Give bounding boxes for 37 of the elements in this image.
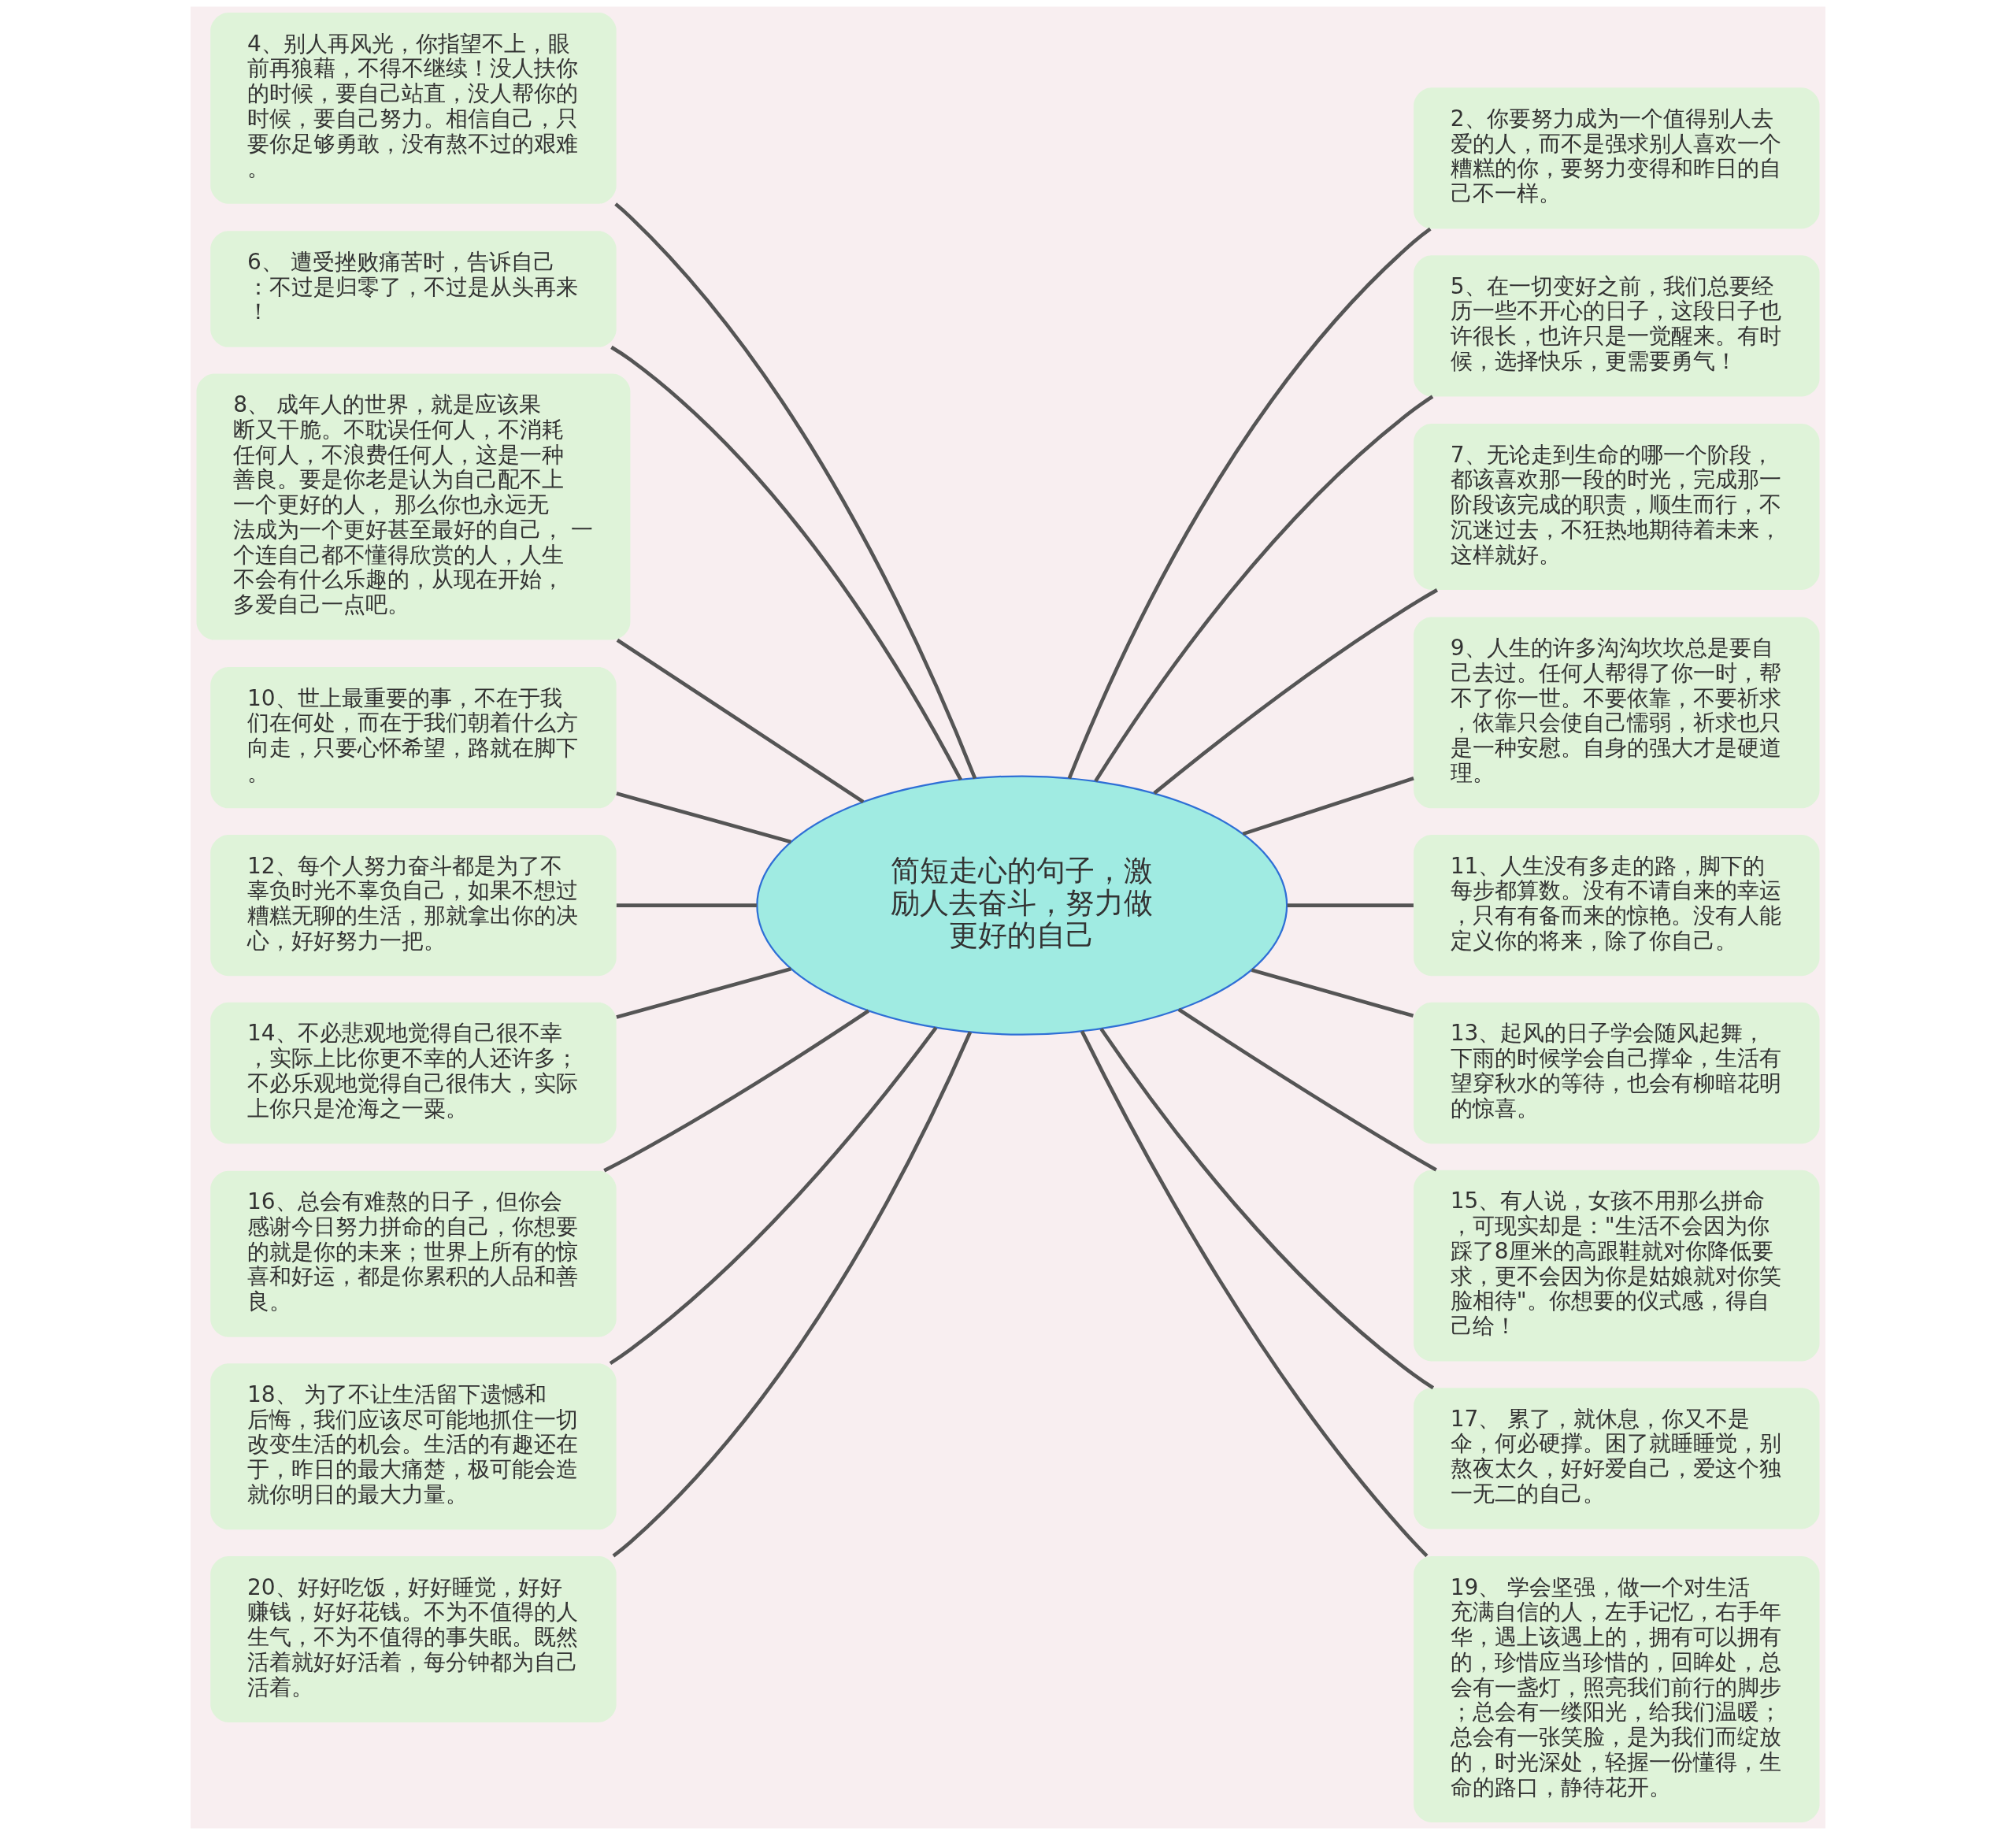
node-box: 9、人生的许多沟沟坎坎总是要自己去过。任何人帮得了你一时，帮不了你一世。不要依靠，不要祈求，依靠只会使自己懦弱，祈求也只是一种安慰。自身的强大才是硬道理。 <box>1414 617 1820 809</box>
node-box: 12、每个人努力奋斗都是为了不辜负时光不辜负自己，如果不想过糟糕无聊的生活，那就拿出你的决心，好好努力一把。 <box>210 834 617 977</box>
connector <box>1251 968 1414 1018</box>
node-ellipse: 简短走心的句子，激励人去奋斗，努力做更好的自己 <box>756 775 1288 1036</box>
connector <box>603 1009 870 1173</box>
node-box: 17、 累了，就休息，你又不是伞，何必硬撑。困了就睡睡觉，别熬夜太久，好好爱自己，爱这个独一无二的自己。 <box>1414 1388 1820 1529</box>
node-box: 10、世上最重要的事，不在于我们在何处，而在于我们朝着什么方向走，只要心怀希望，路就在脚下。 <box>210 667 617 809</box>
connector <box>1242 777 1414 836</box>
node-box: 11、人生没有多走的路，脚下的每步都算数。没有不请自来的幸运，只有有备而来的惊艳。没有人能定义你的将来，除了你自己。 <box>1414 834 1820 977</box>
node-box: 14、不必悲观地觉得自己很不幸，实际上比你更不幸的人还许多；不必乐观地觉得自己很伟大，实际上你只是沧海之一粟。 <box>210 1002 617 1144</box>
node-box: 5、在一切变好之前，我们总要经历一些不开心的日子，这段日子也许很长，也许只是一觉醒来。有时候，选择快乐，更需要勇气！ <box>1414 255 1820 397</box>
node-box: 16、总会有难熬的日子，但你会感谢今日努力拼命的自己，你想要的就是你的未来；世界上所有的惊喜和好运，都是你累积的人品和善良。 <box>210 1170 617 1337</box>
connector <box>1153 588 1439 795</box>
node-box: 4、别人再风光，你指望不上，眼前再狼藉，不得不继续！没人扶你的时候，要自己站直，没人帮你的时候，要自己努力。相信自己，只要你足够勇敢，没有熬不过的艰难。 <box>210 13 617 204</box>
connector <box>612 1031 973 1558</box>
connector <box>1099 1028 1435 1390</box>
connector <box>614 202 977 780</box>
connector <box>610 345 962 781</box>
connector <box>616 903 757 907</box>
node-box: 13、起风的日子学会随风起舞，下雨的时候学会自己撑伞，生活有望穿秋水的等待，也会有柳暗花明的惊喜。 <box>1414 1002 1820 1144</box>
connector <box>616 791 791 844</box>
connector <box>1080 1030 1429 1558</box>
connector <box>616 967 791 1019</box>
node-box: 6、 遭受挫败痛苦时，告诉自己：不过是归零了，不过是从头再来！ <box>210 231 617 347</box>
node-box: 2、你要努力成为一个值得别人去爱的人，而不是强求别人喜欢一个糟糕的你，要努力变得和昨日的自己不一样。 <box>1414 87 1820 229</box>
connector <box>1177 1007 1437 1172</box>
node-box: 7、无论走到生命的哪一个阶段，都该喜欢那一段的时光，完成那一阶段该完成的职责，顺生而行，不沉迷过去，不狂热地期待着未来，这样就好。 <box>1414 423 1820 590</box>
connector <box>616 638 865 804</box>
node-box: 19、 学会坚强，做一个对生活充满自信的人，左手记忆，右手年华，遇上该遇上的，拥有可以拥有的，珍惜应当珍惜的，回眸处，总会有一盏灯，照亮我们前行的脚步；总会有一缕阳光，给我们温暖；总会有一张笑脸，是为我们而绽放的，时光深处，轻握一份懂得，生命的路口，静待花开。 <box>1414 1556 1820 1822</box>
node-box: 8、 成年人的世界，就是应该果断又干脆。不耽误任何人，不消耗任何人，不浪费任何人，这是一种善良。要是你老是认为自己配不上一个更好的人， 那么你也永远无法成为一个更好甚至最好的自己， 一个连自己都不懂得欣赏的人，人生不会有什么乐趣的，从现在开始，多爱自己一点吧。 <box>196 373 631 640</box>
connector <box>1094 395 1434 783</box>
node-box: 18、 为了不让生活留下遗憾和后悔，我们应该尽可能地抓住一切改变生活的机会。生活的有趣还在于，昨日的最大痛楚，极可能会造就你明日的最大力量。 <box>210 1363 617 1530</box>
node-box: 20、好好吃饭，好好睡觉，好好赚钱，好好花钱。不为不值得的人生气，不为不值得的事失眠。既然活着就好好活着，每分钟都为自己活着。 <box>210 1556 617 1722</box>
connector <box>609 1026 938 1366</box>
node-box: 15、有人说，女孩不用那么拼命，可现实却是："生活不会因为你踩了8厘米的高跟鞋就对你降低要求，更不会因为你是姑娘就对你笑脸相待"。你想要的仪式感，得自己给！ <box>1414 1170 1820 1362</box>
connector <box>1287 903 1414 907</box>
connector <box>1067 227 1432 780</box>
